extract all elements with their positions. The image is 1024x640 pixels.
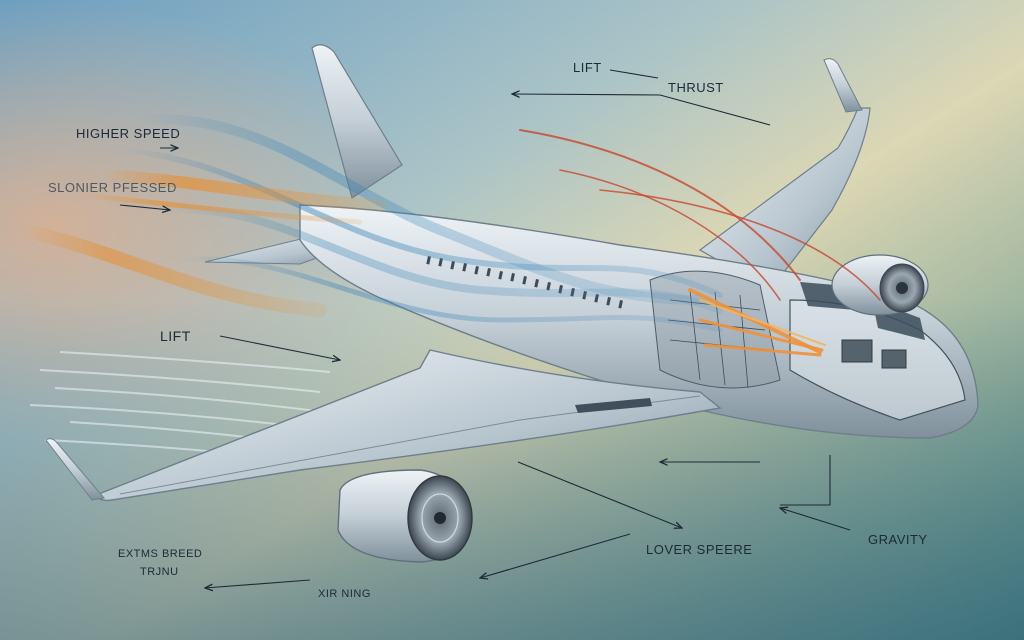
label-thrust: THRUST xyxy=(668,80,724,95)
label-higher-speed: HIGHER SPEED xyxy=(76,126,181,141)
slower-arrow xyxy=(119,204,170,210)
label-thrust-lower: TRJNU xyxy=(140,566,179,578)
near-winglet xyxy=(45,438,105,501)
label-lift-top: LIFT xyxy=(573,60,602,75)
far-wing xyxy=(698,107,871,291)
far-winglet xyxy=(823,58,863,113)
label-gravity: GRAVITY xyxy=(868,532,928,547)
label-extra-speed: EXTMS BREED xyxy=(118,548,203,560)
lift-left-arrow xyxy=(219,335,340,360)
tail-fin xyxy=(311,44,403,199)
label-slower-pressed: SLONIER PFESSED xyxy=(48,180,177,195)
lower-speed-arrow xyxy=(517,461,682,528)
lift-top-leader xyxy=(609,69,659,79)
airflow-ribbons xyxy=(13,114,881,357)
label-lower-speed: LOVER SPEERE xyxy=(646,542,753,557)
near-wing xyxy=(94,349,722,502)
gravity-arrow xyxy=(780,508,851,531)
lower-speed-return-arrow xyxy=(480,533,631,578)
wing-spoiler xyxy=(575,398,652,413)
label-air-wing: XIR NING xyxy=(318,588,371,600)
label-lift-left: LIFT xyxy=(160,328,191,344)
annotation-arrows xyxy=(119,69,851,588)
thrust-arrow xyxy=(512,94,771,126)
thrust-lower-arrow xyxy=(205,579,311,588)
far-engine xyxy=(831,254,929,316)
near-engine xyxy=(337,469,473,563)
gravity-leader xyxy=(780,455,831,506)
